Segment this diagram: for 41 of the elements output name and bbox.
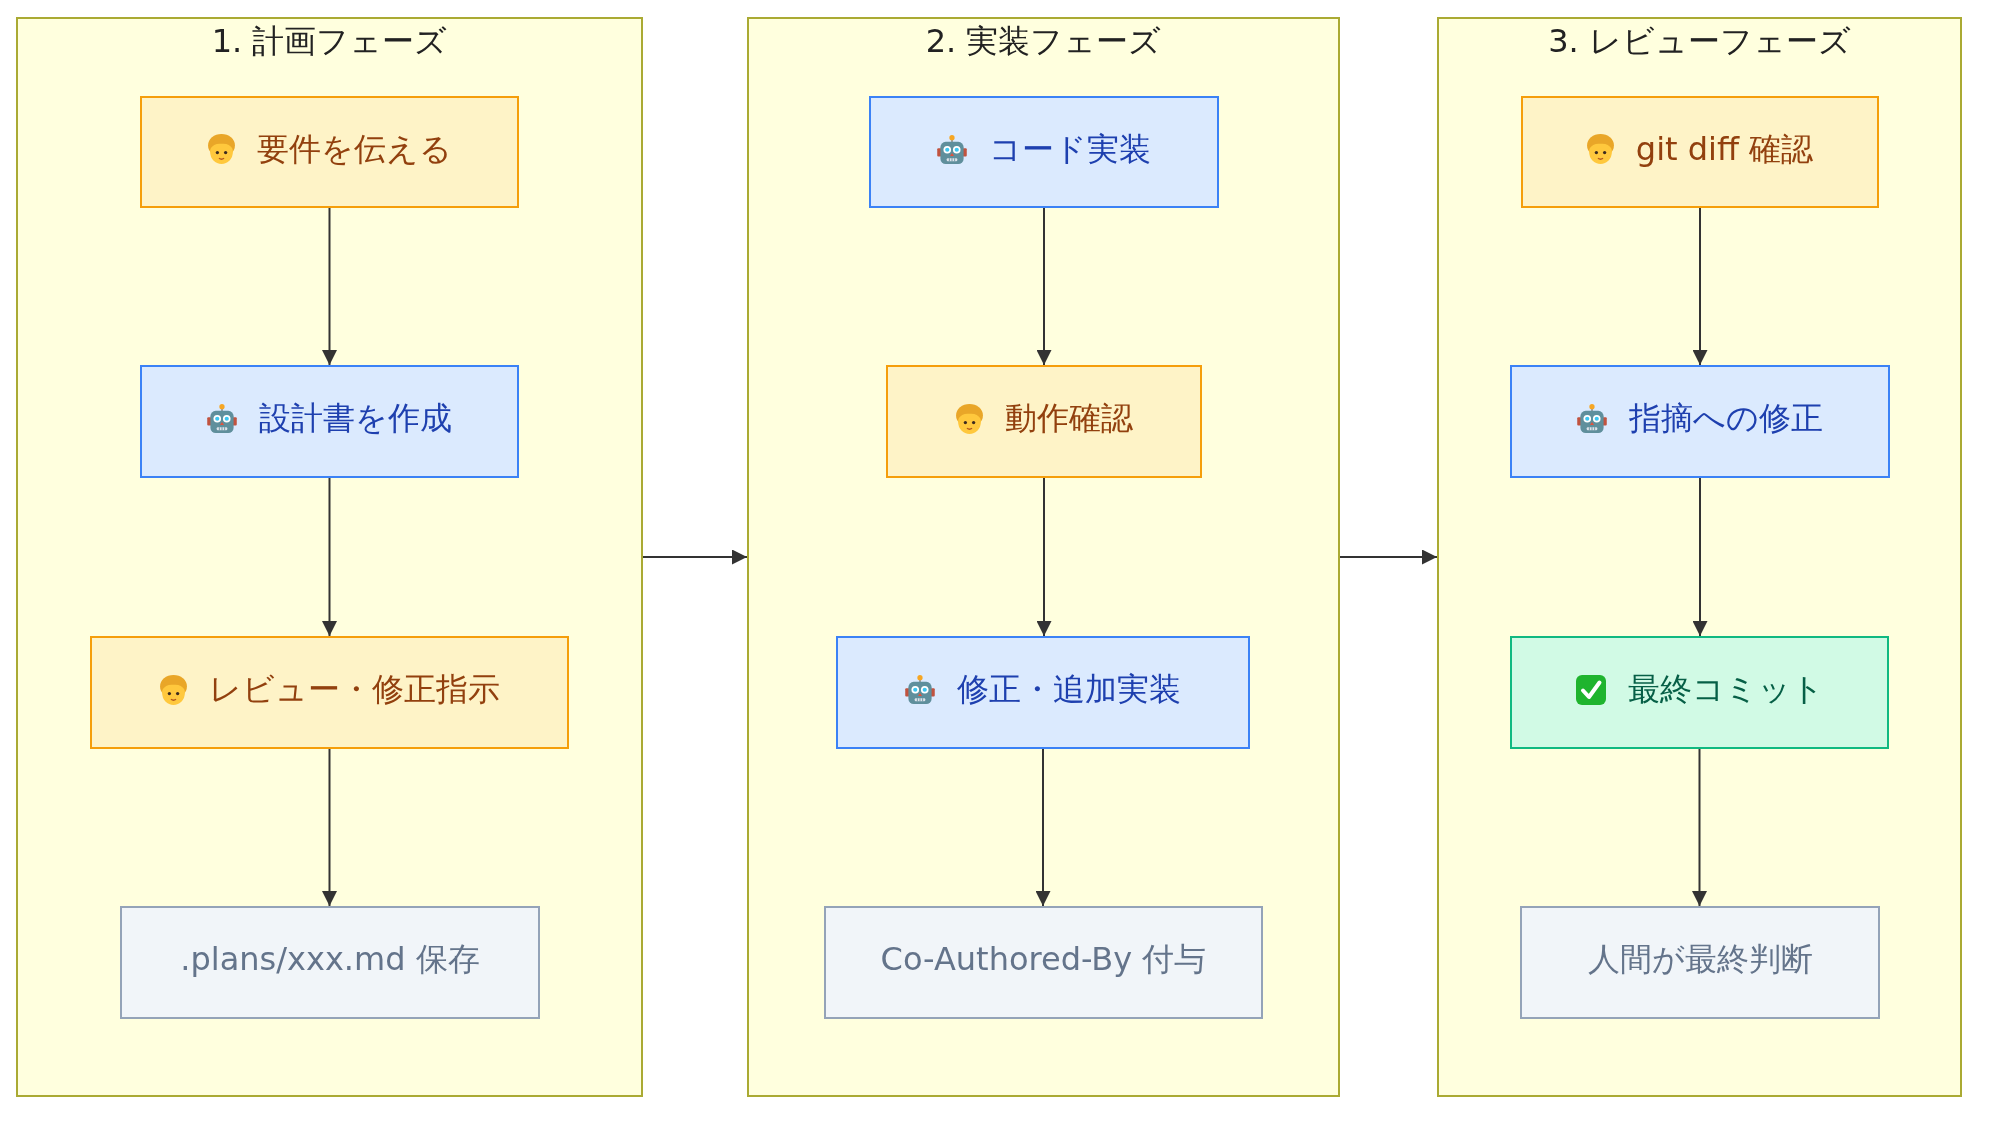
arrow [1036,207,1052,366]
process-box [824,906,1263,1019]
panel-title: 3. レビューフェーズ [1548,22,1851,61]
arrow [1692,207,1708,366]
node-label: 要件を伝える [256,129,452,169]
group-panel [16,17,643,1097]
arrow [322,748,337,907]
panel-title: 1. 計画フェーズ [211,22,448,61]
node-label: コード実装 [989,129,1151,169]
node-label: 指摘への修正 [1629,399,1823,438]
arrow [1339,549,1438,565]
panel-title: 2. 実装フェーズ [925,22,1162,61]
node-label: Co-Authored-By 付与 [880,940,1207,979]
arrow [1036,477,1052,637]
arrow [322,207,337,366]
node-label: 設計書を作成 [259,399,452,438]
arrow [322,477,337,637]
arrow [1692,748,1707,907]
process-box [120,906,540,1019]
process-box [1520,906,1880,1019]
node-label: 修正・追加実装 [957,670,1181,709]
node-label: レビュー・修正指示 [208,670,500,709]
process-box [1510,636,1889,749]
process-box [886,365,1202,478]
process-box [140,365,519,478]
process-box [836,636,1250,749]
process-box [140,96,519,208]
node-label: git diff 確認 [1635,129,1814,169]
process-box [90,636,569,749]
node-label: .plans/xxx.md 保存 [180,940,480,979]
node-label: 最終コミット [1627,670,1824,709]
process-box [1510,365,1890,478]
arrow [1035,748,1051,907]
group-panel [1437,17,1962,1097]
node-label: 人間が最終判断 [1587,940,1813,979]
arrow [1692,477,1708,637]
group-panel [747,17,1340,1097]
arrow [642,549,748,565]
process-box [869,96,1219,208]
node-label: 動作確認 [1004,399,1133,438]
process-box [1521,96,1879,208]
